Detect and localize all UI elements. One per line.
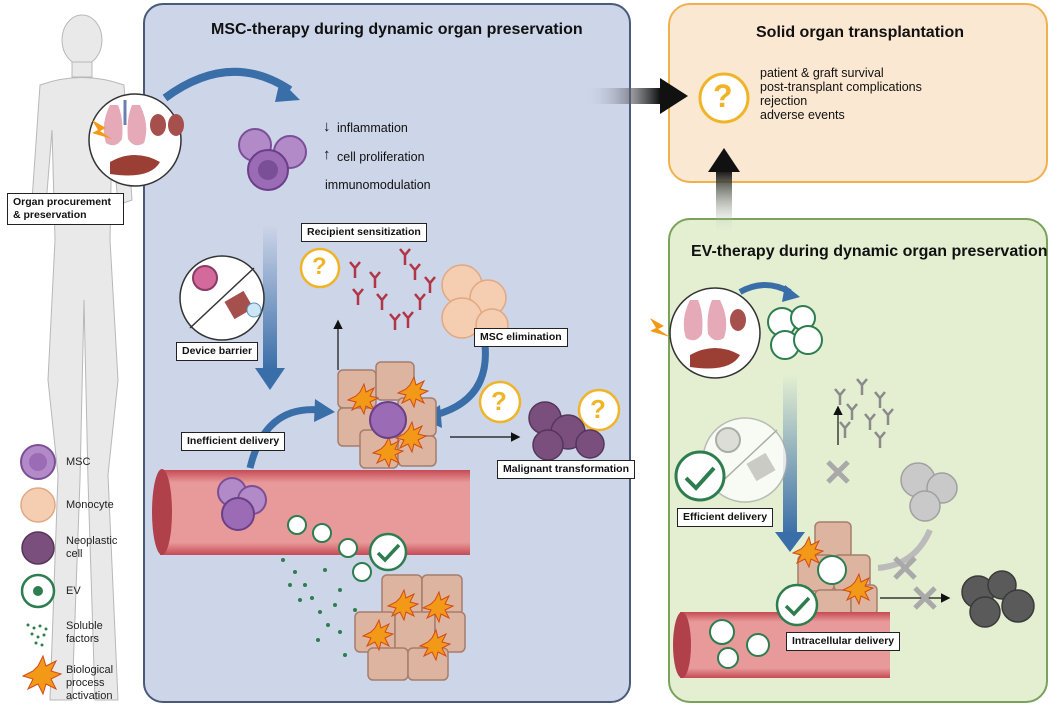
question-mark-icon: ? [590, 394, 606, 424]
msc-panel-title: MSC-therapy during dynamic organ preserv… [211, 21, 583, 38]
outcome-item: rejection [760, 94, 808, 108]
legend-label: Biological process activation [66, 664, 114, 702]
lightning-icon [650, 318, 670, 337]
tissue-cells-icon [354, 574, 466, 681]
neoplastic-cells-icon [961, 570, 1035, 628]
up-arrow-icon [708, 148, 740, 172]
organs-icon [669, 287, 761, 379]
blocked-x-icon [913, 586, 937, 610]
blocked-x-icon [893, 556, 917, 580]
msc-icon [20, 444, 56, 480]
legend-label: Monocyte [66, 499, 114, 511]
effect-immunomodulation: immunomodulation [325, 178, 431, 192]
ev-icon [20, 573, 56, 609]
intracellular-delivery-label: Intracellular delivery [786, 632, 901, 651]
efficient-delivery-label: Efficient delivery [677, 508, 774, 527]
effect-cell-proliferation: cell proliferation [337, 150, 425, 164]
checkmark-circle-icon [674, 450, 726, 502]
question-circle-icon [577, 388, 621, 432]
msc-in-vessel-icon [217, 477, 267, 531]
legend-label: MSC [66, 456, 91, 468]
soluble-factors-icon [26, 623, 48, 647]
question-circle-icon [698, 72, 750, 124]
inefficient-delivery-label: Inefficient delivery [181, 432, 286, 451]
ev-panel-title: EV-therapy during dynamic organ preserva… [691, 243, 1048, 260]
legend-label: Neoplastic cell [66, 535, 118, 560]
recipient-sensitization-label: Recipient sensitization [301, 223, 427, 242]
human-body-icon [31, 14, 133, 701]
up-arrow-icon: ↑ [323, 146, 331, 163]
blood-vessel-icon [152, 469, 470, 555]
monocyte-cluster-icon [900, 462, 958, 522]
organ-procurement-label: Organ procurement & preservation [7, 193, 124, 225]
legend-label: Soluble factors [66, 620, 103, 645]
device-barrier-label: Device barrier [176, 342, 259, 361]
device-barrier-icon [179, 255, 265, 341]
legend-label: EV [66, 585, 81, 597]
question-mark-icon: ? [491, 386, 507, 416]
down-arrow-icon [775, 532, 805, 552]
antibodies-icon [349, 248, 436, 330]
outcome-item: post-transplant complications [760, 80, 922, 94]
ev-particles-icon [709, 619, 770, 669]
monocyte-icon [20, 487, 56, 523]
checkmark-circle-icon [368, 532, 408, 572]
sot-panel-title: Solid organ transplantation [756, 24, 965, 41]
lightning-icon [92, 120, 112, 139]
biological-process-activation-icon [21, 654, 63, 696]
ev-particles-icon [287, 515, 372, 582]
down-arrow-icon: ↓ [323, 118, 331, 135]
neoplastic-cells-icon [528, 401, 605, 461]
question-mark-icon: ? [312, 253, 327, 280]
checkmark-circle-icon [775, 583, 819, 627]
down-arrow-icon [255, 368, 285, 390]
organs-icon [88, 93, 184, 187]
right-arrow-icon [660, 78, 688, 114]
antibodies-icon [834, 378, 894, 448]
organ-procurement-line1: Organ procurement [13, 196, 112, 208]
soluble-factors-icon [281, 558, 357, 657]
effect-inflammation: inflammation [337, 121, 408, 135]
question-circle-icon [299, 247, 341, 289]
ev-cluster-icon [767, 305, 823, 360]
msc-cluster-icon [238, 128, 307, 191]
malignant-transformation-label: Malignant transformation [497, 460, 636, 479]
organ-procurement-line2: & preservation [13, 209, 87, 221]
question-circle-icon [478, 380, 522, 424]
question-mark-icon: ? [713, 78, 733, 114]
msc-elimination-label: MSC elimination [474, 328, 568, 347]
transfer-arrow-icon [162, 67, 293, 102]
neoplastic-cell-icon [21, 531, 55, 565]
outcome-item: adverse events [760, 108, 845, 122]
blocked-x-icon [826, 460, 850, 484]
outcome-item: patient & graft survival [760, 66, 884, 80]
